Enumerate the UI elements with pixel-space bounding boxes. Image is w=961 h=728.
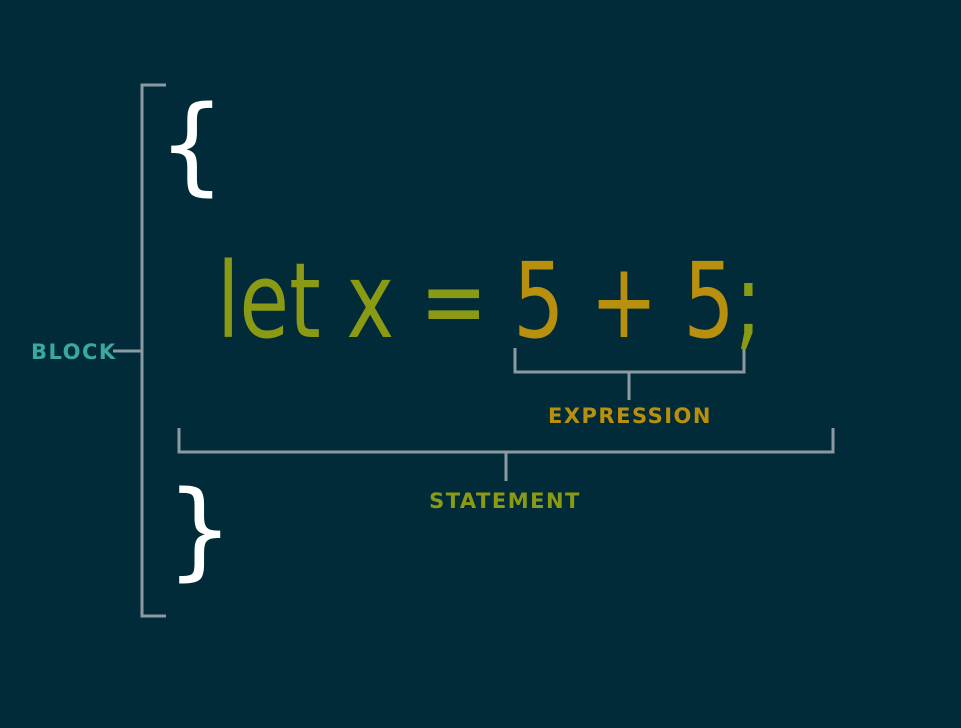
code-expression-part: 5 + 5: [513, 240, 735, 362]
expression-label: EXPRESSION: [548, 404, 712, 428]
block-label: BLOCK: [31, 340, 117, 364]
close-brace: }: [166, 468, 233, 591]
statement-label: STATEMENT: [429, 489, 581, 513]
code-keyword-part: let x =: [217, 240, 513, 362]
statement-bracket: [177, 428, 835, 454]
code-line: let x = 5 + 5;: [217, 240, 762, 362]
code-terminator: ;: [735, 240, 762, 362]
open-brace: {: [158, 83, 225, 206]
